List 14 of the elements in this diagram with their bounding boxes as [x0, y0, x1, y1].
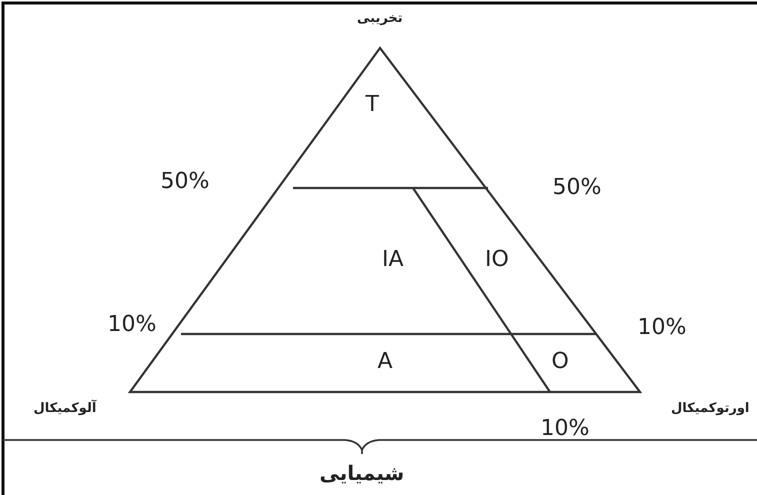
- axis-label: شیمیایی: [320, 463, 404, 483]
- vertex-label: تخریبی: [357, 12, 403, 24]
- percent-label: 50%: [160, 171, 210, 193]
- region-label: IA: [382, 249, 404, 271]
- region-label: T: [366, 94, 379, 116]
- vertex-label: آلوکمیکال: [34, 402, 96, 414]
- percent-label: 10%: [108, 314, 156, 336]
- region-label: O: [552, 351, 569, 373]
- percent-label: 10%: [638, 317, 686, 339]
- region-label: IO: [485, 249, 509, 271]
- percent-label: 10%: [540, 418, 590, 440]
- percent-label: 50%: [552, 177, 602, 199]
- region-label: A: [378, 351, 393, 373]
- vertex-label: اورتوکمیکال: [671, 402, 750, 414]
